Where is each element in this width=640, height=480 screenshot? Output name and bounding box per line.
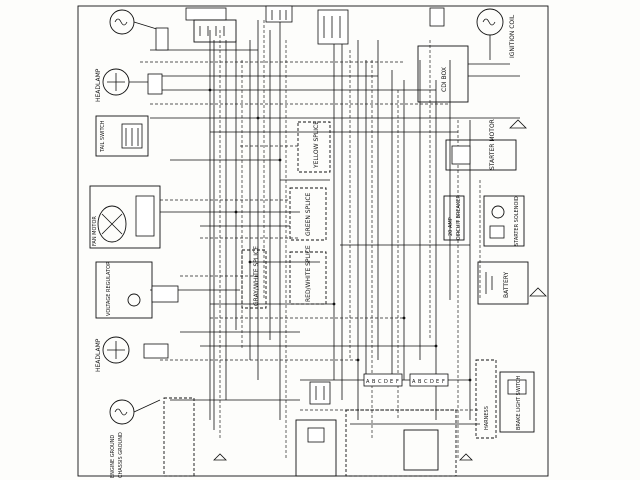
- connector-small-bottom: [309, 381, 331, 405]
- yellow-splice: YELLOW SPLICE: [297, 121, 331, 173]
- voltage-regulator: VOLTAGE REGULATOR: [95, 261, 179, 319]
- pin-c-left: C: [378, 379, 382, 385]
- tail-switch: TAIL SWITCH: [95, 115, 149, 157]
- pin-b-right: B: [418, 379, 422, 385]
- headlamp-bottom: HEADLAMP: [95, 336, 169, 372]
- headlamp-bottom-label: HEADLAMP: [95, 338, 102, 372]
- fan-motor-label: FAN MOTOR: [92, 216, 98, 246]
- brake-light-switch-label: BRAKE LIGHT SWITCH: [516, 375, 522, 430]
- gray-white-splice: GRAY/WHITE SPLICE: [241, 246, 267, 309]
- tail-switch-label: TAIL SWITCH: [100, 120, 106, 153]
- pin-f-left: F: [396, 379, 399, 385]
- pin-e-right: E: [436, 379, 439, 385]
- ignition-coil: IGNITION COIL: [429, 7, 516, 60]
- ignition-coil-label: IGNITION COIL: [509, 14, 516, 58]
- pin-b-left: B: [372, 379, 376, 385]
- left-coil-top: [109, 9, 169, 51]
- top-connector-center: [317, 9, 349, 45]
- engine-ground-label: ENGINE GROUND: [110, 435, 116, 478]
- bottom-assemblies: [213, 409, 473, 477]
- yellow-splice-label: YELLOW SPLICE: [313, 121, 320, 169]
- harness-block: HARNESS: [475, 359, 497, 439]
- pin-e-left: E: [390, 379, 393, 385]
- pin-f-right: F: [442, 379, 445, 385]
- starter-solenoid-label: STARTER SOLENOID: [514, 196, 520, 246]
- ground-legend: CHASSIS GROUND ENGINE GROUND: [110, 397, 195, 478]
- pin-d-left: D: [384, 379, 388, 385]
- connector-block-left: A B C D E F: [363, 373, 403, 387]
- red-white-splice: RED/WHITE SPLICE: [289, 245, 327, 305]
- battery: BATTERY: [477, 261, 547, 305]
- pin-c-right: C: [424, 379, 428, 385]
- top-connector-right: [265, 5, 293, 23]
- starter-motor-label: STARTER MOTOR: [489, 119, 496, 170]
- cdi-box-label: CDI BOX: [441, 67, 448, 92]
- voltage-regulator-label: VOLTAGE REGULATOR: [106, 261, 112, 316]
- headlamp-top-label: HEADLAMP: [95, 68, 102, 102]
- cdi-box: CDI BOX: [417, 45, 520, 103]
- chassis-ground-label: CHASSIS GROUND: [118, 432, 124, 478]
- green-splice-label: GREEN SPLICE: [305, 192, 312, 236]
- top-connector-left: [185, 7, 237, 43]
- fuse-rating-label: 20 AMP: [448, 217, 454, 236]
- harness-label: HARNESS: [484, 406, 490, 430]
- wire-bundle-vertical: [209, 20, 459, 460]
- pin-a-right: A: [412, 379, 416, 385]
- left-coil-bottom: [109, 399, 161, 425]
- starter-motor: STARTER MOTOR: [445, 119, 527, 171]
- gray-white-splice-label: GRAY/WHITE SPLICE: [253, 246, 260, 306]
- connector-block-right: A B C D E F: [409, 373, 449, 387]
- circuit-breaker: 20 AMP CIRCUIT BREAKER: [443, 195, 465, 241]
- starter-solenoid: STARTER SOLENOID: [483, 195, 525, 247]
- pin-a-left: A: [366, 379, 370, 385]
- fan-motor: FAN MOTOR: [89, 185, 161, 249]
- circuit-breaker-label: CIRCUIT BREAKER: [456, 195, 462, 240]
- headlamp-top: HEADLAMP: [95, 68, 163, 102]
- green-splice: GREEN SPLICE: [289, 187, 327, 241]
- wire-junctions: [208, 88, 472, 382]
- red-white-splice-label: RED/WHITE SPLICE: [305, 245, 312, 302]
- brake-light-switch: BRAKE LIGHT SWITCH: [499, 371, 535, 433]
- wire-bundle-horizontal: [140, 49, 520, 425]
- pin-d-right: D: [430, 379, 434, 385]
- battery-label: BATTERY: [503, 271, 510, 298]
